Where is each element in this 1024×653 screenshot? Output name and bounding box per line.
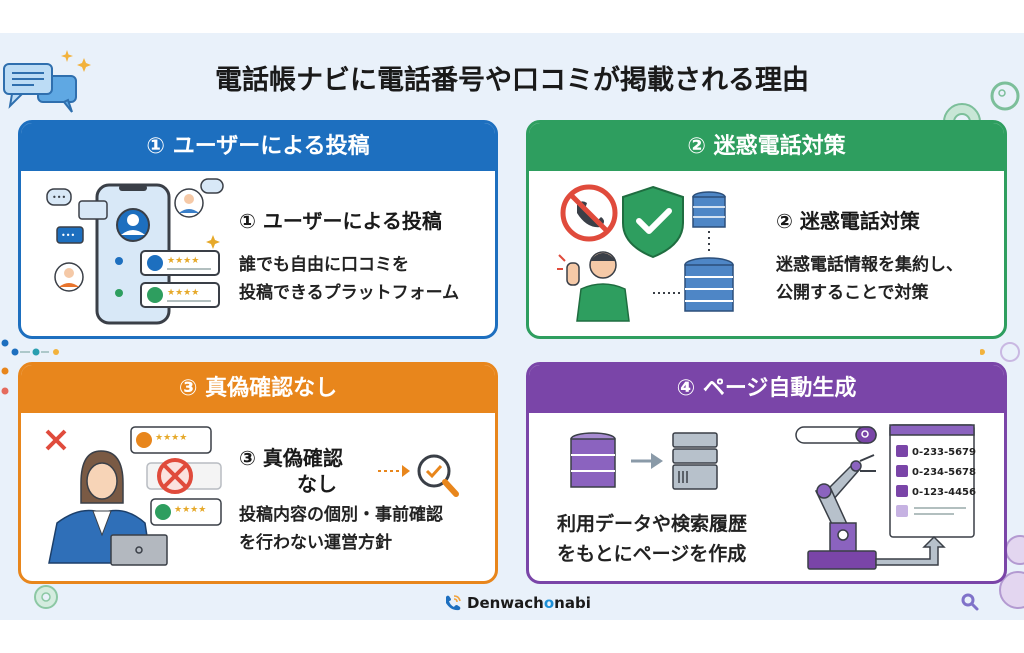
dots-decoration — [1, 339, 59, 395]
svg-text:0-234-5678: 0-234-5678 — [912, 467, 976, 478]
page-title: 電話帳ナビに電話番号や口コミが掲載される理由 — [215, 65, 809, 96]
card-header: ① ユーザーによる投稿 — [21, 123, 495, 171]
card-no-verification: ③ 真偽確認なし ★★★★ ★★★★ ③ 真偽確認 なし — [18, 362, 498, 584]
card-description: 誰でも自由に口コミを 投稿できるプラットフォーム — [239, 255, 460, 303]
svg-text:0-233-5679: 0-233-5679 — [912, 447, 976, 458]
card-header: ② 迷惑電話対策 — [529, 123, 1004, 171]
svg-text:•••: ••• — [61, 231, 75, 240]
magnifier-icon — [961, 593, 979, 611]
card-spam-call-prevention: ② 迷惑電話対策 ② 迷惑電話対策 — [526, 120, 1007, 339]
magnifier-check-icon — [378, 454, 459, 497]
svg-text:•••: ••• — [52, 193, 66, 202]
card-header: ③ 真偽確認なし — [21, 365, 495, 413]
brand-logo: Denwachonabi — [443, 591, 591, 615]
smartphone-reviews-icon: ★★★★ ★★★★ ••• ••• — [46, 178, 224, 325]
card-subtitle: ② 迷惑電話対策 — [776, 209, 920, 233]
card-auto-page-generation: ④ ページ自動生成 利用データや検索履歴 をもとにページを作成 — [526, 362, 1007, 584]
svg-text:★★★★: ★★★★ — [167, 288, 199, 298]
operator-no-verification-icon: ★★★★ ★★★★ — [45, 426, 222, 566]
shield-database-icon — [557, 184, 734, 322]
sparkle-icon — [61, 50, 91, 72]
robot-arm-page-icon: 0-233-5679 0-234-5678 0-123-4456 — [795, 424, 976, 570]
card-description: 利用データや検索履歴 をもとにページを作成 — [557, 513, 748, 565]
phone-icon — [446, 595, 461, 611]
svg-text:0-123-4456: 0-123-4456 — [912, 487, 976, 498]
svg-text:★★★★: ★★★★ — [174, 505, 206, 515]
chat-bubbles-icon — [3, 63, 77, 113]
card-subtitle: ③ 真偽確認 なし — [239, 446, 343, 496]
card-description: 投稿内容の個別・事前確認 を行わない運営方針 — [239, 505, 443, 553]
gear-icon — [34, 585, 58, 609]
card-description: 迷惑電話情報を集約し、 公開することで対策 — [776, 255, 963, 303]
card-header: ④ ページ自動生成 — [529, 365, 1004, 413]
card-subtitle: ① ユーザーによる投稿 — [239, 209, 442, 233]
svg-text:★★★★: ★★★★ — [167, 256, 199, 266]
database-to-server-icon — [570, 432, 718, 490]
card-user-posts: ① ユーザーによる投稿 ★★★★ ★★★★ ••• ••• — [18, 120, 498, 339]
brand-name: Denwachonabi — [467, 594, 591, 612]
gear-icon — [999, 535, 1024, 609]
ring-decoration — [980, 342, 1020, 362]
svg-text:★★★★: ★★★★ — [155, 433, 187, 443]
